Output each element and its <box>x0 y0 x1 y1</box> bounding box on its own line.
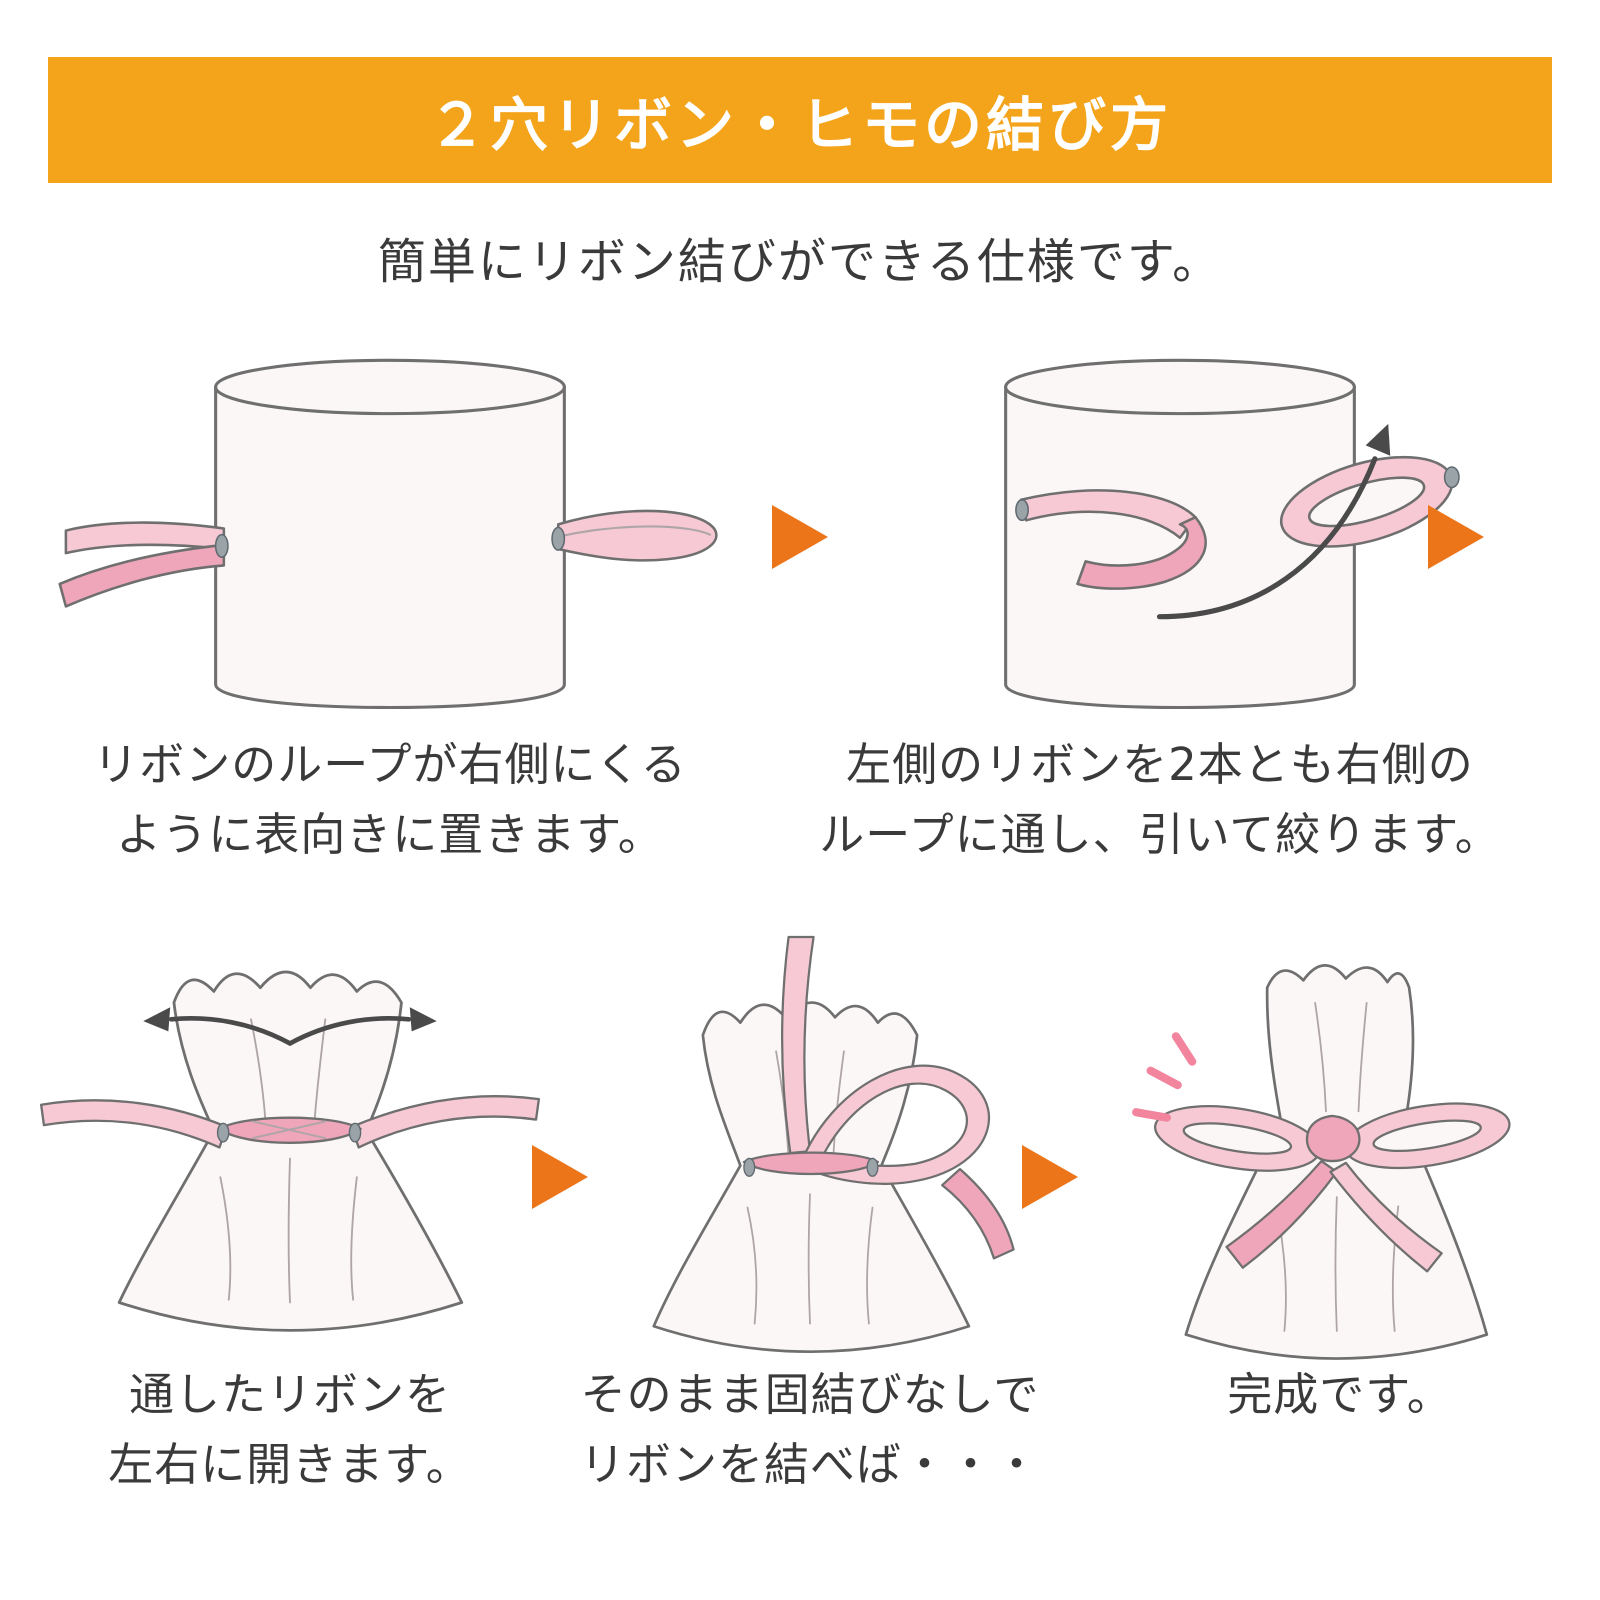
subtitle-text: 簡単にリボン結びができる仕様です。 <box>377 234 1223 290</box>
ribbon-spread <box>39 1094 541 1149</box>
bow-tail-right <box>1329 1161 1443 1273</box>
step3-caption: 通したリボンを 左右に開きます。 <box>40 1360 540 1500</box>
caption-line: 通したリボンを <box>128 1368 451 1421</box>
step5-illustration <box>1100 935 1570 1364</box>
step4-caption: そのまま固結びなしで リボンを結べば・・・ <box>540 1360 1080 1500</box>
step2-illustration <box>830 348 1530 752</box>
title-banner: ２穴リボン・ヒモの結び方 <box>48 57 1552 183</box>
step-arrow-icon <box>772 505 828 569</box>
left-grommet <box>743 1157 756 1177</box>
right-ribbon-loop <box>551 509 718 562</box>
thread-direction-arrow <box>1156 423 1391 620</box>
bow-knot <box>1305 1114 1361 1163</box>
right-grommet <box>551 526 566 551</box>
caption-line: リボンのループが右側にくる <box>93 738 687 791</box>
caption-line: リボンを結べば・・・ <box>579 1437 1040 1491</box>
caption-line: 左右に開きます。 <box>108 1437 472 1491</box>
right-grommet <box>348 1122 362 1143</box>
page-title: ２穴リボン・ヒモの結び方 <box>427 91 1172 159</box>
curled-left-ribbon <box>1015 489 1207 590</box>
step-arrow-icon <box>1428 505 1484 569</box>
spread-arrows <box>143 1007 437 1046</box>
left-grommet <box>214 533 229 558</box>
caption-line: ように表向きに置きます。 <box>116 807 664 861</box>
right-grommet <box>866 1157 879 1177</box>
bow-tail-left <box>1225 1159 1338 1269</box>
step4-illustration <box>560 935 1060 1359</box>
left-grommet <box>216 1122 230 1143</box>
step1-illustration <box>40 348 740 752</box>
left-ribbon-ends <box>58 521 229 608</box>
step5-pouch-drawing <box>1132 964 1511 1360</box>
finished-bow <box>1153 1102 1511 1273</box>
right-open-loop <box>1279 455 1460 548</box>
step1-caption: リボンのループが右側にくる ように表向きに置きます。 <box>40 730 740 870</box>
step-arrow-icon <box>532 1145 588 1209</box>
caption-line: ループに通し、引いて絞ります。 <box>819 807 1501 861</box>
step3-illustration <box>30 945 550 1339</box>
caption-line: 左側のリボンを2本とも右側の <box>846 738 1474 791</box>
bag-cylinder <box>214 358 566 709</box>
pouch-bag <box>117 970 464 1332</box>
step3-pouch-drawing <box>39 970 541 1332</box>
ribbon-bow-in-progress <box>742 935 1015 1260</box>
caption-line: そのまま固結びなしで <box>580 1368 1040 1421</box>
step-arrow-icon <box>1022 1145 1078 1209</box>
step4-pouch-drawing <box>652 935 1015 1353</box>
step2-bag-drawing <box>1004 358 1460 709</box>
step5-caption: 完成です。 <box>1130 1360 1550 1430</box>
step2-caption: 左側のリボンを2本とも右側の ループに通し、引いて絞ります。 <box>790 730 1530 870</box>
caption-line: 完成です。 <box>1227 1368 1453 1421</box>
sparkle-emphasis-icon <box>1132 1032 1197 1122</box>
step1-bag-drawing <box>58 358 718 709</box>
